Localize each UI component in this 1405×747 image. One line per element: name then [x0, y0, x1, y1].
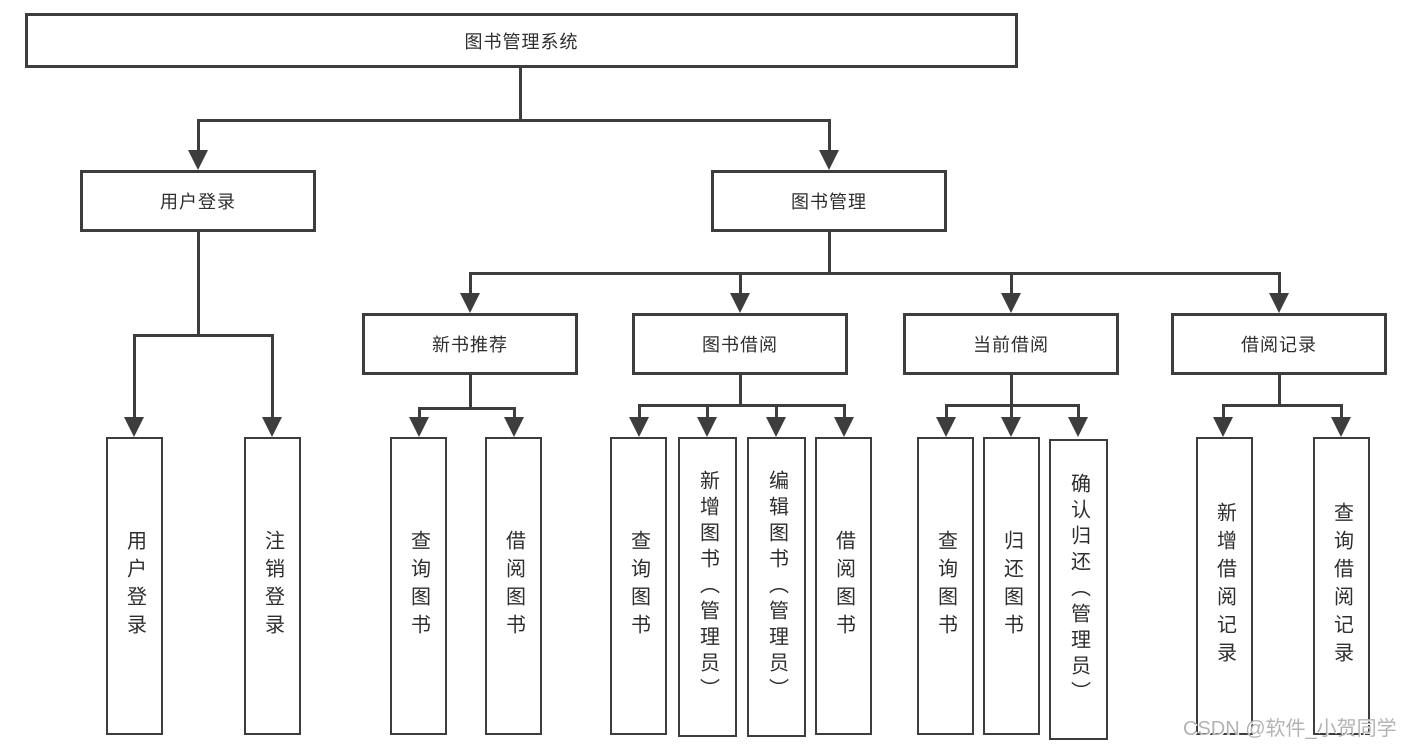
leaf-user-login: 用户登录 [106, 437, 163, 735]
leaf-logout: 注销登录 [244, 437, 301, 735]
leaf-bb-borrow-books-label: 借阅图书 [832, 530, 855, 642]
arrowhead-down-icon [819, 150, 839, 170]
arrowhead-down-icon [936, 417, 956, 437]
connector-hline [417, 406, 516, 410]
leaf-nbr-query-books-label: 查询图书 [407, 530, 430, 642]
connector-vline [1277, 375, 1281, 407]
leaf-bb-add-books-admin-label: 新增图书（管理员） [696, 470, 719, 704]
node-new-book-rec-label: 新书推荐 [432, 335, 508, 355]
node-book-mgmt: 图书管理 [711, 170, 947, 232]
node-current-borrow: 当前借阅 [903, 313, 1119, 375]
connector-shaft [417, 406, 421, 419]
leaf-nbr-query-books: 查询图书 [390, 437, 447, 735]
leaf-cb-return-books-label: 归还图书 [1000, 530, 1023, 642]
node-user-login: 用户登录 [80, 170, 316, 232]
connector-shaft [132, 333, 136, 419]
connector-shaft [944, 403, 948, 419]
arrowhead-down-icon [1001, 417, 1021, 437]
leaf-cb-return-books: 归还图书 [983, 437, 1040, 735]
leaf-nbr-borrow-books-label: 借阅图书 [502, 530, 525, 642]
connector-vline [518, 68, 522, 122]
leaf-bb-query-books-label: 查询图书 [627, 530, 650, 642]
connector-shaft [827, 118, 831, 152]
leaf-bb-edit-books-admin-label: 编辑图书（管理员） [765, 470, 788, 704]
connector-vline [196, 232, 200, 337]
connector-shaft [637, 403, 641, 419]
arrowhead-down-icon [1269, 293, 1289, 313]
node-current-borrow-label: 当前借阅 [973, 335, 1049, 355]
connector-hline [1221, 403, 1343, 407]
connector-shaft [738, 271, 742, 295]
leaf-logout-label: 注销登录 [261, 530, 284, 642]
connector-shaft [705, 403, 709, 419]
arrowhead-down-icon [697, 417, 717, 437]
connector-shaft [1339, 403, 1343, 419]
leaf-cb-query-books: 查询图书 [917, 437, 974, 735]
leaf-br-add-record: 新增借阅记录 [1196, 437, 1253, 735]
leaf-br-query-record-label: 查询借阅记录 [1330, 502, 1353, 670]
arrowhead-down-icon [409, 417, 429, 437]
connector-vline [468, 375, 472, 410]
connector-hline [637, 403, 846, 407]
connector-hline [196, 118, 831, 122]
connector-vline [738, 375, 742, 407]
leaf-br-add-record-label: 新增借阅记录 [1213, 502, 1236, 670]
connector-vline [827, 232, 831, 275]
connector-shaft [1277, 271, 1281, 295]
connector-shaft [1076, 403, 1080, 419]
connector-hline [132, 333, 274, 337]
watermark: CSDN @软件_小贺同学 [1183, 718, 1397, 740]
node-root: 图书管理系统 [25, 13, 1018, 68]
leaf-user-login-label: 用户登录 [123, 530, 146, 642]
leaf-bb-add-books-admin: 新增图书（管理员） [678, 437, 737, 737]
connector-hline [468, 271, 1281, 275]
connector-shaft [1009, 403, 1013, 419]
node-book-mgmt-label: 图书管理 [791, 192, 867, 212]
node-book-borrow-label: 图书借阅 [702, 335, 778, 355]
arrowhead-down-icon [1068, 417, 1088, 437]
leaf-cb-confirm-return-admin: 确认归还（管理员） [1049, 439, 1108, 740]
leaf-bb-edit-books-admin: 编辑图书（管理员） [747, 437, 806, 737]
leaf-cb-confirm-return-admin-label: 确认归还（管理员） [1067, 472, 1090, 707]
arrowhead-down-icon [1213, 417, 1233, 437]
arrowhead-down-icon [766, 417, 786, 437]
leaf-bb-query-books: 查询图书 [610, 437, 667, 735]
leaf-nbr-borrow-books: 借阅图书 [485, 437, 542, 735]
arrowhead-down-icon [262, 417, 282, 437]
node-book-borrow: 图书借阅 [632, 313, 848, 375]
leaf-cb-query-books-label: 查询图书 [934, 530, 957, 642]
connector-shaft [512, 406, 516, 419]
connector-shaft [774, 403, 778, 419]
connector-vline [1009, 375, 1013, 407]
arrowhead-down-icon [188, 150, 208, 170]
arrowhead-down-icon [124, 417, 144, 437]
arrowhead-down-icon [629, 417, 649, 437]
arrowhead-down-icon [834, 417, 854, 437]
node-user-login-label: 用户登录 [160, 192, 236, 212]
connector-shaft [468, 271, 472, 295]
connector-shaft [1221, 403, 1225, 419]
leaf-br-query-record: 查询借阅记录 [1313, 437, 1370, 735]
connector-shaft [842, 403, 846, 419]
node-root-label: 图书管理系统 [464, 31, 579, 52]
node-new-book-rec: 新书推荐 [362, 313, 578, 375]
connector-shaft [196, 118, 200, 152]
node-borrow-records-label: 借阅记录 [1241, 335, 1317, 355]
node-borrow-records: 借阅记录 [1171, 313, 1387, 375]
arrowhead-down-icon [1331, 417, 1351, 437]
arrowhead-down-icon [1001, 293, 1021, 313]
connector-shaft [270, 333, 274, 419]
leaf-bb-borrow-books: 借阅图书 [815, 437, 872, 735]
arrowhead-down-icon [460, 293, 480, 313]
arrowhead-down-icon [504, 417, 524, 437]
connector-shaft [1009, 271, 1013, 295]
arrowhead-down-icon [730, 293, 750, 313]
